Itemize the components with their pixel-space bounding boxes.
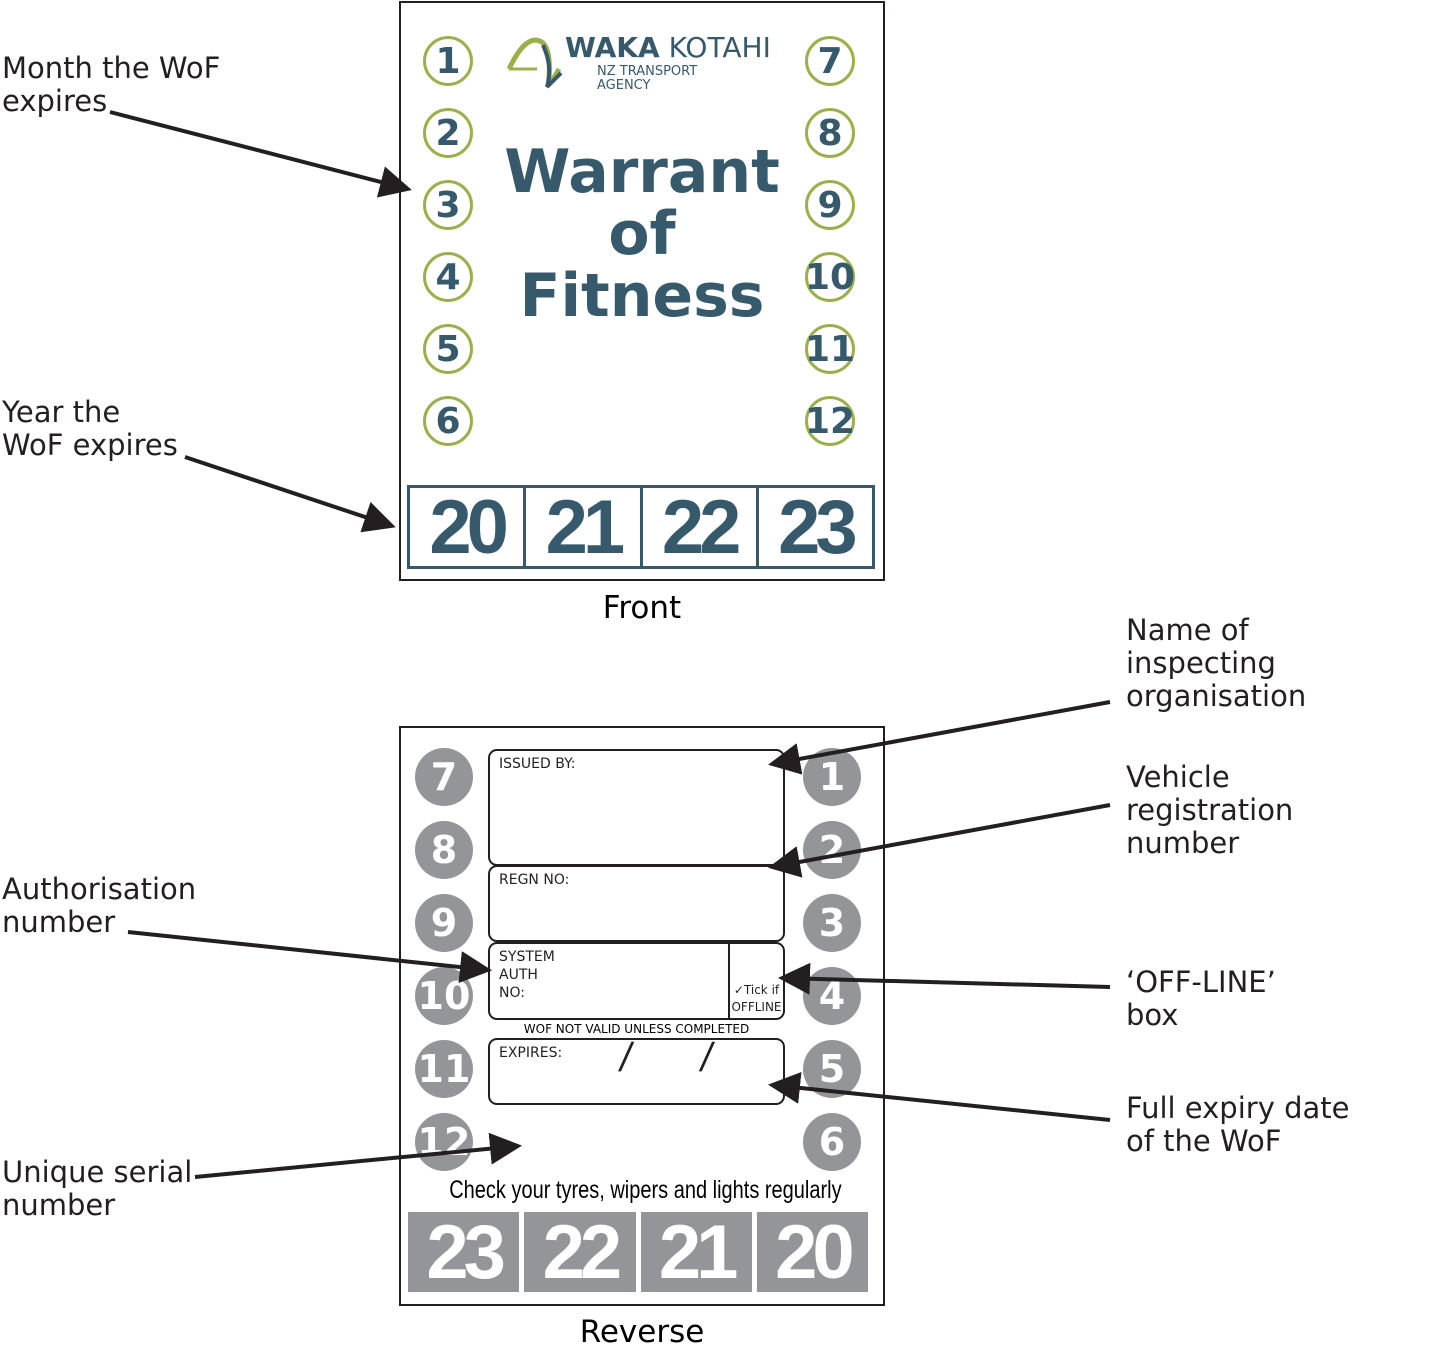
month-7-circle: 7: [805, 36, 855, 86]
month-3-circle: 3: [803, 894, 861, 952]
month-2-circle: 2: [423, 108, 473, 158]
arrow-org: [768, 700, 1111, 775]
year-cell: 23: [778, 484, 858, 570]
year-cell: 21: [526, 485, 643, 570]
month-6-circle: 6: [423, 396, 473, 446]
regn-no-box: REGN NO:: [488, 865, 785, 942]
year-cell: 21: [640, 1210, 752, 1295]
month-1-circle: 1: [803, 748, 861, 806]
year-strip: 20 21 22 23: [407, 484, 875, 570]
expires-box: EXPIRES: / /: [488, 1036, 785, 1105]
month-11-circle: 11: [415, 1040, 473, 1098]
front-caption: Front: [602, 590, 682, 626]
arrow-expiry: [768, 1071, 1111, 1122]
arrow-auth: [127, 930, 492, 983]
label-expiry: Full expiry date of the WoF: [1126, 1091, 1350, 1158]
month-5-circle: 5: [803, 1040, 861, 1098]
logo-wordmark: WAKA KOTAHI: [565, 31, 771, 64]
month-3-circle: 3: [423, 180, 473, 230]
tagline: Check your tyres, wipers and lights regu…: [449, 1176, 842, 1204]
month-5-circle: 5: [423, 324, 473, 374]
reverse-caption: Reverse: [579, 1314, 705, 1350]
year-cell: 22: [643, 485, 759, 570]
month-9-circle: 9: [415, 894, 473, 952]
year-cell: 20: [410, 485, 527, 570]
month-1-circle: 1: [423, 36, 473, 86]
month-2-circle: 2: [803, 821, 861, 879]
arrow-year: [184, 455, 396, 533]
month-11-circle: 11: [805, 324, 855, 374]
month-10-circle: 10: [805, 252, 855, 302]
year-strip: 23 22 21 20: [408, 1210, 868, 1295]
not-valid-notice: WOF NOT VALID UNLESS COMPLETED: [523, 1022, 750, 1036]
month-8-circle: 8: [805, 108, 855, 158]
label-serial: Unique serial number: [2, 1155, 193, 1222]
month-4-circle: 4: [803, 967, 861, 1025]
arrow-regn: [768, 803, 1111, 878]
month-4-circle: 4: [423, 252, 473, 302]
month-12-circle: 12: [805, 396, 855, 446]
year-cell: 20: [756, 1210, 868, 1295]
logo-icon: [507, 37, 563, 89]
label-org: Name of inspecting organisation: [1126, 613, 1307, 713]
month-7-circle: 7: [415, 748, 473, 806]
label-year: Year the WoF expires: [2, 395, 178, 462]
label-month: Month the WoF expires: [2, 51, 221, 118]
month-6-circle: 6: [803, 1113, 861, 1171]
label-regn: Vehicle registration number: [1126, 760, 1294, 860]
year-cell: 22: [524, 1210, 636, 1295]
arrow-month: [109, 110, 412, 198]
year-cell: 23: [408, 1210, 520, 1295]
label-offline: ‘OFF-LINE’ box: [1126, 965, 1276, 1032]
arrow-offline: [778, 962, 1111, 995]
front-sticker: NZ TRANSPORT AGENCY NZ TRANSPORT AGENCY …: [399, 1, 885, 581]
month-9-circle: 9: [805, 180, 855, 230]
month-8-circle: 8: [415, 821, 473, 879]
arrow-serial: [194, 1132, 522, 1179]
label-auth: Authorisation number: [2, 872, 197, 939]
